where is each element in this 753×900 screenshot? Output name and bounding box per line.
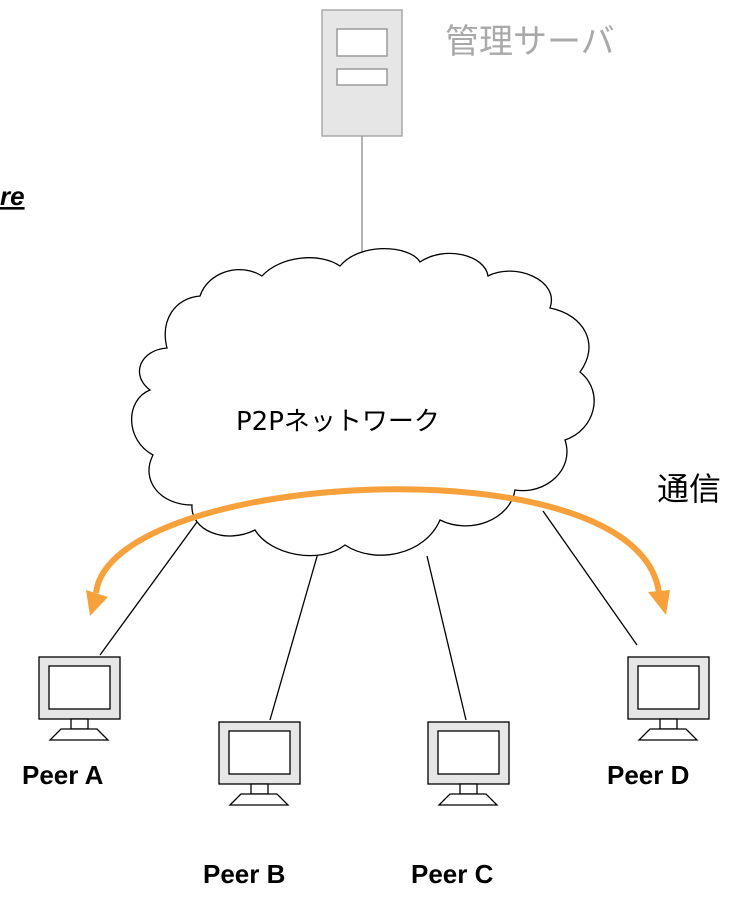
- peer-a: Peer A: [22, 656, 121, 790]
- arrowhead-left: [86, 590, 108, 616]
- cloud-icon: [130, 248, 595, 557]
- server-label: 管理サーバ: [445, 22, 615, 62]
- communication-label: 通信: [657, 470, 721, 508]
- peer-c-label: Peer C: [411, 859, 494, 889]
- link-peer-c: [426, 555, 467, 721]
- monitor-icon: [427, 721, 510, 806]
- peer-a-label: Peer A: [22, 760, 104, 790]
- communication-arc: 通信: [86, 470, 721, 616]
- peer-b-label: Peer B: [203, 859, 285, 889]
- server-panel-bottom: [336, 68, 388, 86]
- partial-text: re: [0, 181, 25, 211]
- monitor-icon: [627, 656, 710, 741]
- peer-d-label: Peer D: [607, 760, 689, 790]
- peer-c: Peer C: [411, 721, 510, 889]
- link-peer-b: [269, 552, 319, 721]
- link-peer-d: [542, 510, 638, 646]
- p2p-network-cloud: P2Pネットワーク: [130, 248, 595, 557]
- peer-b: Peer B: [203, 721, 301, 889]
- server-panel-top: [336, 28, 388, 57]
- communication-arrow: [93, 486, 662, 594]
- monitor-icon: [38, 656, 121, 741]
- management-server: 管理サーバ: [321, 9, 615, 137]
- monitor-icon: [218, 721, 301, 806]
- peer-links: [99, 510, 638, 721]
- peer-d: Peer D: [607, 656, 710, 790]
- network-label: P2Pネットワーク: [236, 407, 440, 437]
- arrowhead-right: [648, 590, 670, 615]
- link-peer-a: [99, 521, 198, 656]
